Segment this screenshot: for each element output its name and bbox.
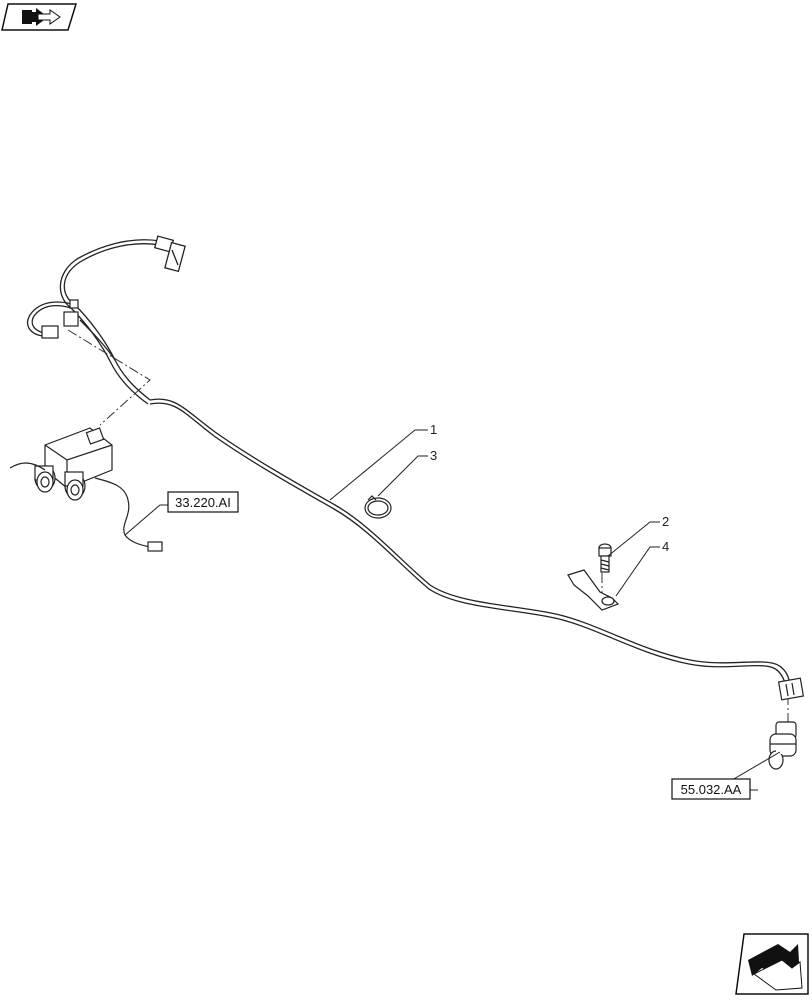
callout-1: 1: [430, 422, 437, 437]
next-page-arrow-icon[interactable]: [735, 933, 809, 995]
ref-sensor-label: 55.032.AA: [681, 782, 742, 797]
left-connectors: [41, 299, 79, 339]
alignment-lines: [67, 329, 789, 735]
leader-lines: [124, 429, 781, 791]
clip-ring: [364, 495, 392, 519]
top-connector: [153, 235, 186, 273]
bracket: [567, 569, 620, 611]
right-connector: [777, 677, 805, 701]
ref-box-sensor[interactable]: 55.032.AA: [671, 778, 751, 800]
callout-2: 2: [662, 514, 669, 529]
callout-4: 4: [662, 539, 669, 554]
book-arrow-icon[interactable]: [1, 3, 78, 31]
solenoid-valve: [9, 427, 163, 552]
pressure-sensor: [768, 721, 797, 770]
callout-3: 3: [430, 448, 437, 463]
screw: [598, 543, 612, 573]
ref-hydraulic-label: 33.220.AI: [175, 495, 231, 510]
ref-box-hydraulic[interactable]: 33.220.AI: [167, 491, 239, 513]
